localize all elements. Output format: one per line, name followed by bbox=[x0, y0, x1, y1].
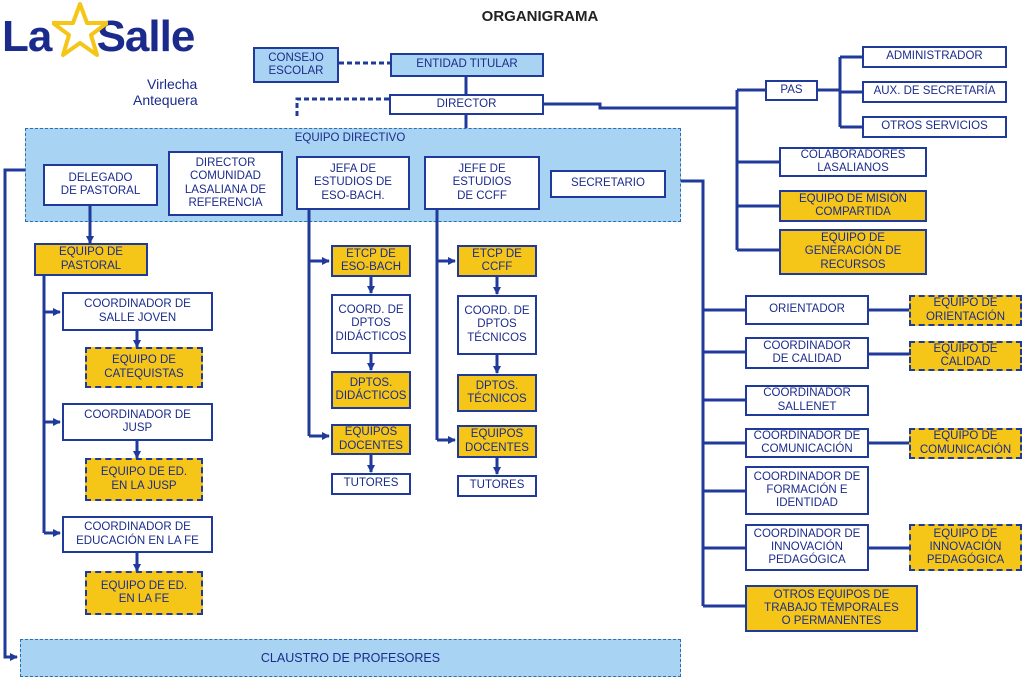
coord-jusp-box: COORDINADOR DE JUSP bbox=[62, 403, 213, 441]
etcp-ccff-box: ETCP DE CCFF bbox=[457, 245, 537, 277]
coord-calidad-box: COORDINADOR DE CALIDAD bbox=[745, 337, 869, 369]
pas-box: PAS bbox=[765, 80, 818, 101]
equipo-directivo-label: EQUIPO DIRECTIVO bbox=[294, 132, 406, 145]
coord-fe-box: COORDINADOR DE EDUCACIÓN EN LA FE bbox=[62, 516, 213, 553]
delegado-pastoral-box: DELEGADO DE PASTORAL bbox=[43, 164, 158, 206]
coord-dptos-tecnicos-box: COORD. DE DPTOS TÉCNICOS bbox=[457, 295, 537, 355]
la-salle-logo: La Salle Virlecha Antequera bbox=[2, 2, 202, 112]
colaboradores-box: COLABORADORES LASALIANOS bbox=[779, 147, 927, 177]
dptos-tecnicos-box: DPTOS. TÉCNICOS bbox=[457, 374, 537, 412]
otros-equipos-box: OTROS EQUIPOS DE TRABAJO TEMPORALES O PE… bbox=[745, 585, 918, 632]
tutores-ccff-box: TUTORES bbox=[457, 475, 537, 497]
entidad-titular-box: ENTIDAD TITULAR bbox=[390, 53, 544, 77]
tutores-eso-box: TUTORES bbox=[331, 473, 411, 495]
claustro-label: CLAUSTRO DE PROFESORES bbox=[260, 650, 441, 665]
equipo-innovacion-box: EQUIPO DE INNOVACIÓN PEDAGÓGICA bbox=[909, 524, 1022, 571]
equipo-comunicacion-box: EQUIPO DE COMUNICACIÓN bbox=[909, 428, 1022, 459]
jefa-estudios-box: JEFA DE ESTUDIOS DE ESO-BACH. bbox=[296, 156, 410, 210]
equipo-pastoral-box: EQUIPO DE PASTORAL bbox=[34, 243, 148, 276]
equipo-fe-box: EQUIPO DE ED. EN LA FE bbox=[85, 571, 203, 615]
equipo-catequistas-box: EQUIPO DE CATEQUISTAS bbox=[85, 347, 203, 388]
jefe-estudios-ccff-box: JEFE DE ESTUDIOS DE CCFF bbox=[424, 156, 540, 210]
director-box: DIRECTOR bbox=[389, 94, 544, 115]
coord-dptos-didacticos-box: COORD. DE DPTOS DIDÁCTICOS bbox=[331, 294, 411, 354]
pas-item-otros-servicios: OTROS SERVICIOS bbox=[862, 116, 1007, 138]
equipos-docentes-eso-box: EQUIPOS DOCENTES bbox=[331, 424, 411, 455]
coord-innovacion-box: COORDINADOR DE INNOVACIÓN PEDAGÓGICA bbox=[745, 524, 869, 571]
equipo-calidad-box: EQUIPO DE CALIDAD bbox=[909, 341, 1022, 371]
orientador-box: ORIENTADOR bbox=[745, 295, 869, 325]
secretario-box: SECRETARIO bbox=[550, 170, 666, 198]
equipo-recursos-box: EQUIPO DE GENERACIÓN DE RECURSOS bbox=[779, 229, 927, 275]
equipos-docentes-ccff-box: EQUIPOS DOCENTES bbox=[457, 425, 537, 458]
pas-item-aux-secretaria: AUX. DE SECRETARÍA bbox=[862, 81, 1007, 103]
consejo-escolar-box: CONSEJO ESCOLAR bbox=[253, 47, 339, 83]
star-icon bbox=[52, 2, 108, 57]
equipo-mision-box: EQUIPO DE MISIÓN COMPARTIDA bbox=[779, 190, 927, 222]
director-comunidad-box: DIRECTOR COMUNIDAD LASALIANA DE REFERENC… bbox=[168, 151, 283, 216]
logo-school-line1: Virlecha bbox=[147, 76, 198, 92]
equipo-orientacion-box: EQUIPO DE ORIENTACIÓN bbox=[909, 295, 1022, 326]
claustro-panel bbox=[20, 639, 681, 677]
etcp-eso-box: ETCP DE ESO-BACH bbox=[331, 245, 411, 277]
coord-sallenet-box: COORDINADOR SALLENET bbox=[745, 385, 869, 416]
dptos-didacticos-box: DPTOS. DIDÁCTICOS bbox=[331, 371, 411, 409]
coord-comunicacion-box: COORDINADOR DE COMUNICACIÓN bbox=[745, 428, 869, 458]
equipo-jusp-box: EQUIPO DE ED. EN LA JUSP bbox=[85, 458, 203, 501]
pas-item-administrador: ADMINISTRADOR bbox=[862, 46, 1007, 68]
logo-brand: La Salle bbox=[2, 12, 195, 61]
coord-salle-joven-box: COORDINADOR DE SALLE JOVEN bbox=[62, 292, 213, 331]
logo-school-line2: Antequera bbox=[133, 92, 198, 108]
page-title: ORGANIGRAMA bbox=[481, 8, 599, 25]
coord-formacion-box: COORDINADOR DE FORMACIÓN E IDENTIDAD bbox=[745, 466, 869, 515]
